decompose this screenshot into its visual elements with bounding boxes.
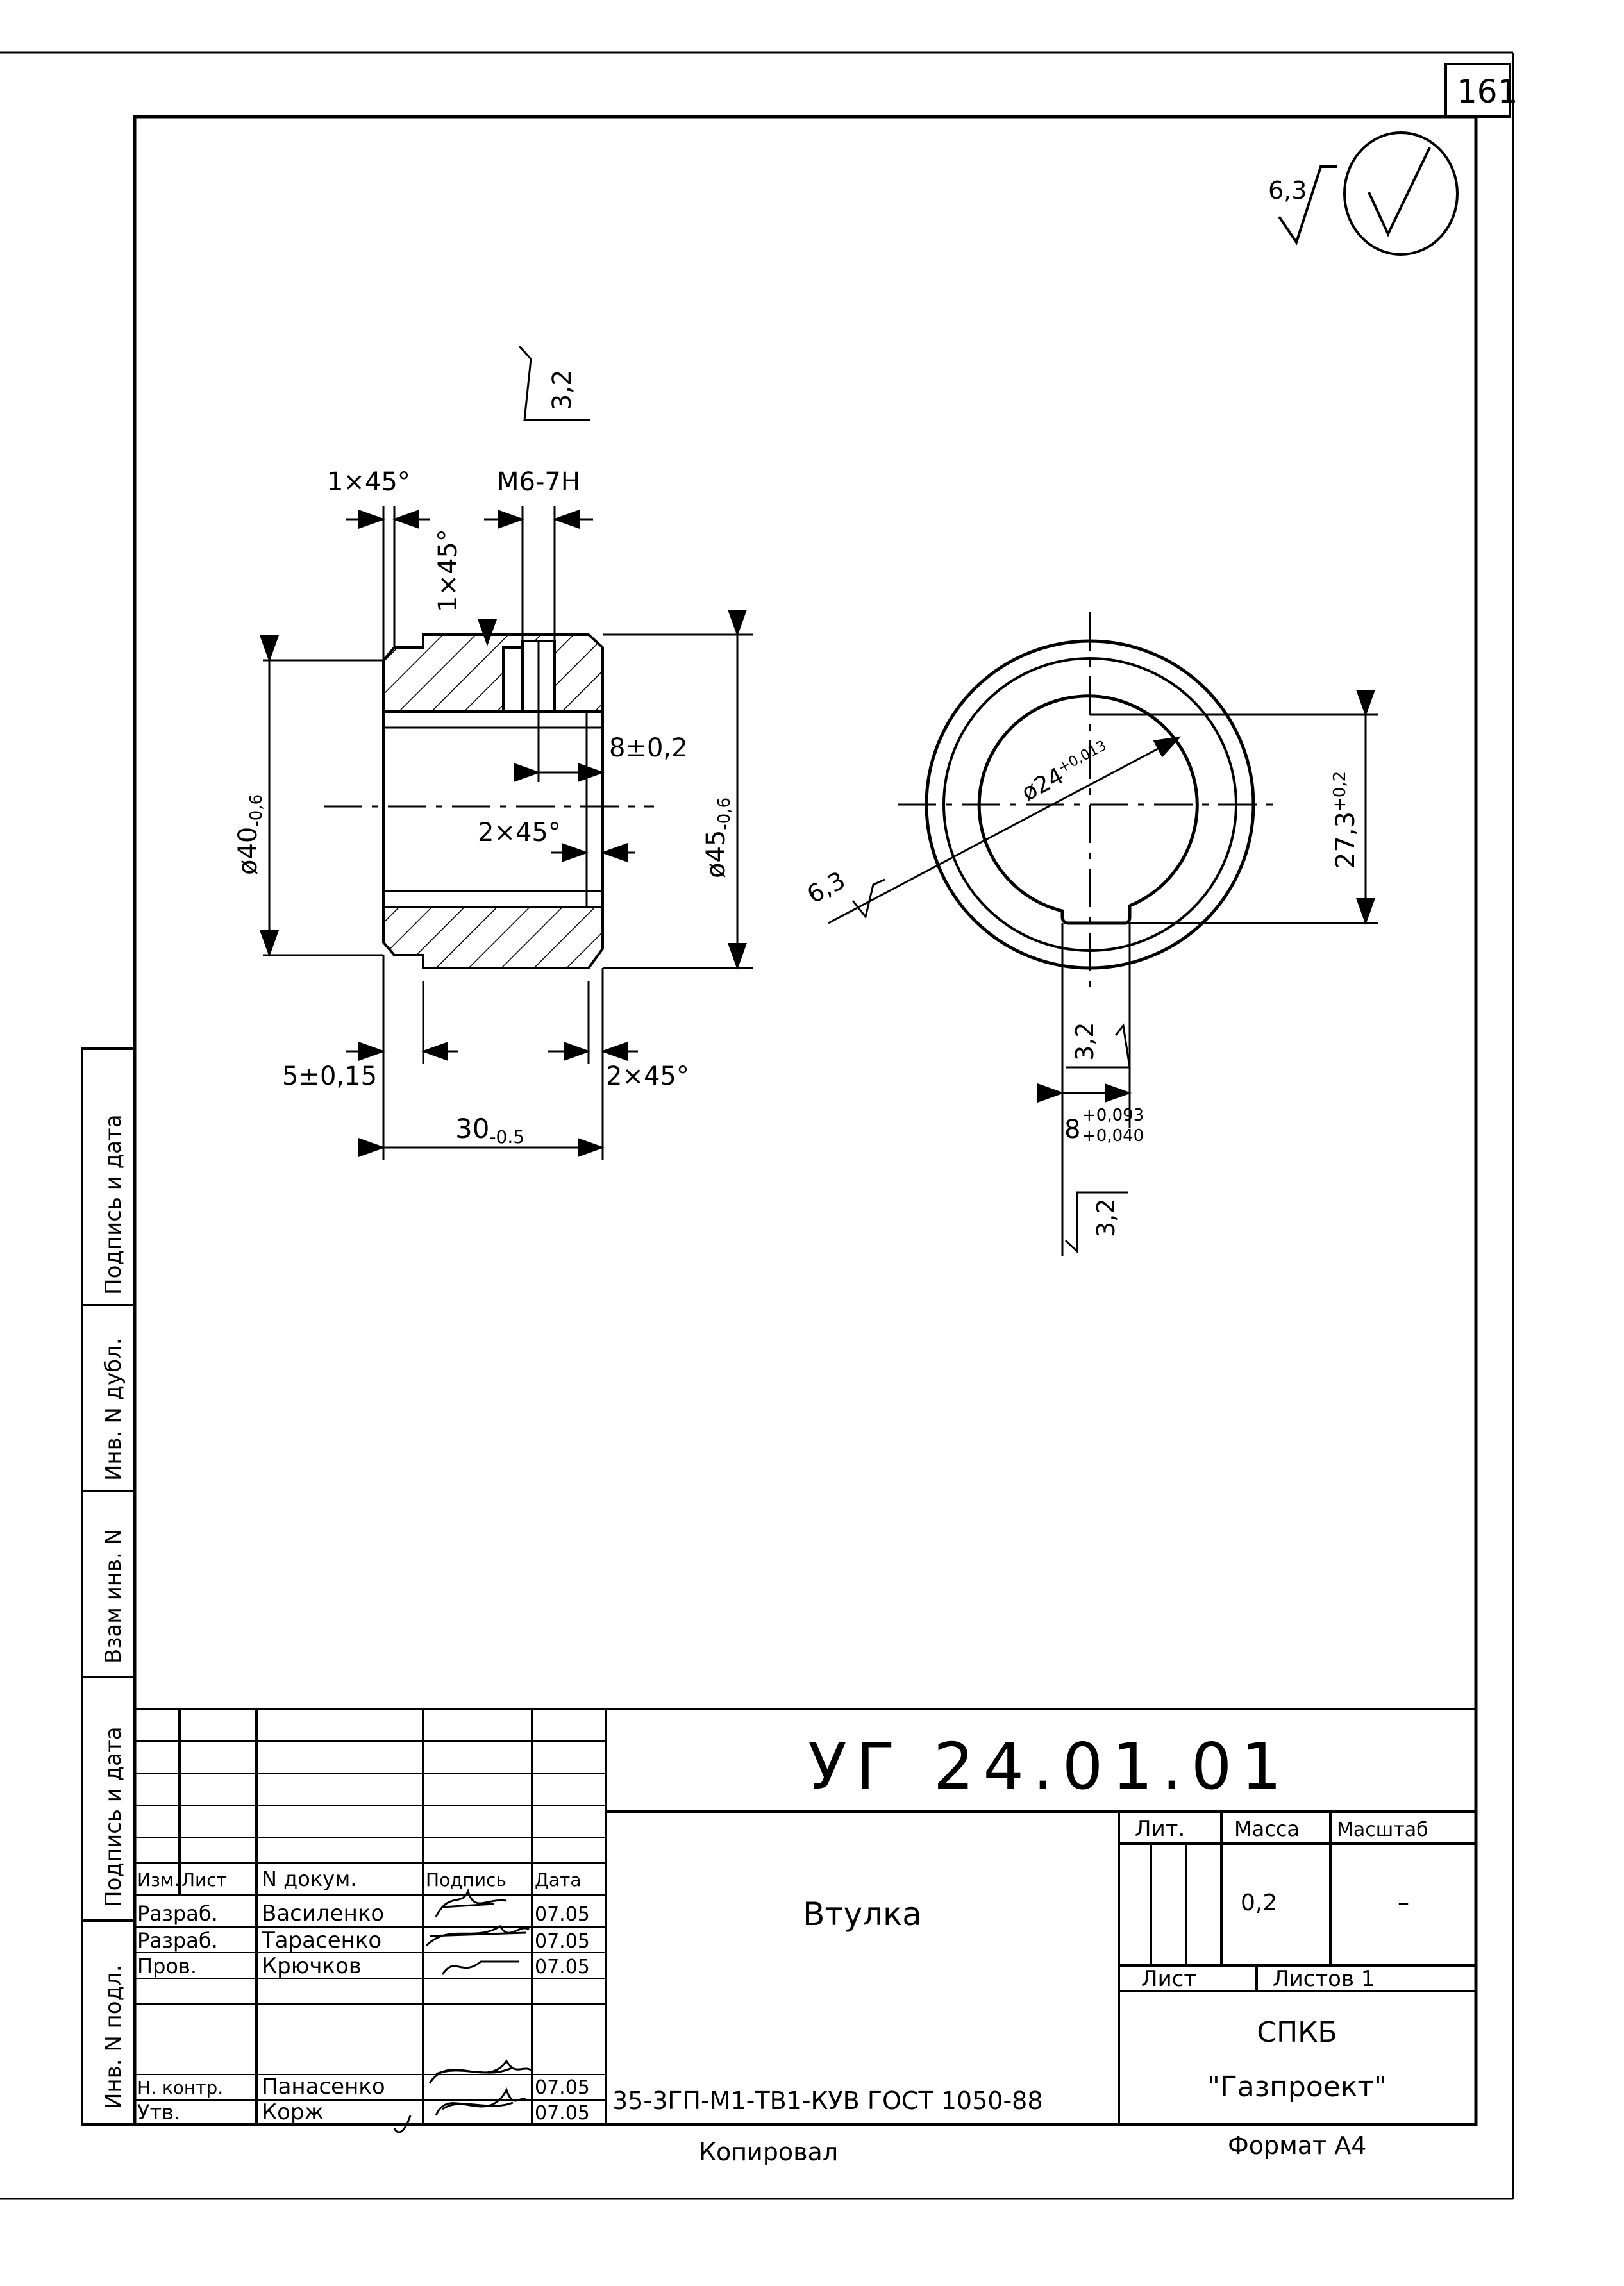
row-date: 07.05 [535, 2102, 590, 2124]
title-block-grid [135, 1708, 1476, 2124]
mass-value: 0,2 [1241, 1890, 1277, 1916]
stamp-sign-date-1: Подпись и дата [101, 1726, 126, 1907]
organization-line2: "Газпроект" [1207, 2071, 1387, 2103]
header-sign: Подпись [426, 1869, 506, 1890]
designation: УГ 24.01.01 [808, 1729, 1291, 1804]
stamp-inv-podl: Инв. N подл. [101, 1965, 126, 2109]
bore-with-keyway [977, 694, 1199, 925]
keyway-width-lower-tol: +0,040 [1082, 1126, 1144, 1146]
sheets-label: Листов 1 [1273, 1966, 1375, 1992]
roughness-top-label: 3,2 [548, 369, 577, 410]
lower-wall-hatch [382, 906, 604, 969]
roughness-keyway-side-label: 3,2 [1071, 1022, 1099, 1061]
general-roughness-mark [1278, 131, 1459, 256]
roughness-bore-label: 6,3 [803, 866, 850, 909]
roughness-keyway-bottom-label: 3,2 [1092, 1199, 1120, 1237]
scale-value: – [1398, 1890, 1409, 1916]
row-date: 07.05 [535, 1930, 590, 1953]
side-stamp [81, 1047, 136, 2126]
keyway-depth-label: 27,3+0,2 [1330, 771, 1360, 869]
mass-label: Масса [1234, 1817, 1300, 1841]
format-label: Формат А4 [1228, 2132, 1366, 2160]
general-roughness-value: 6,3 [1268, 176, 1307, 204]
keyway-width-upper-tol: +0,093 [1082, 1106, 1144, 1125]
row-role: Разраб. [137, 1901, 218, 1926]
sheet-label: Лист [1141, 1966, 1196, 1992]
hole-position-label: 8±0,2 [609, 733, 688, 763]
right-dimension-lines [828, 690, 1378, 1256]
upper-wall-hatch [382, 633, 604, 713]
staff-rows: Разраб. Василенко 07.05 Разраб. Тарасенк… [137, 1901, 590, 2125]
bushing-section-view [324, 633, 654, 969]
row-role: Н. контр. [137, 2077, 223, 2098]
chamfer-inner-label: 2×45° [478, 818, 561, 847]
row-role: Разраб. [137, 1928, 218, 1953]
groove-width-label: 5±0,15 [282, 1062, 377, 1091]
material-spec: 35-3ГП-М1-ТВ1-КУВ ГОСТ 1050-88 [612, 2087, 1043, 2115]
chamfer-vertical-label: 1×45° [433, 529, 463, 612]
copied-label: Копировал [699, 2138, 838, 2166]
row-name: Василенко [262, 1901, 384, 1926]
thread-label: M6-7H [497, 467, 580, 497]
page-number: 161 [1457, 73, 1518, 110]
lit-label: Лит. [1135, 1816, 1185, 1842]
header-list: Лист [181, 1869, 227, 1890]
bore-outline [382, 710, 604, 908]
stamp-vzam-inv: Взам инв. N [101, 1529, 126, 1664]
row-name: Корж [262, 2099, 324, 2125]
row-date: 07.05 [535, 1956, 590, 1978]
row-name: Панасенко [262, 2074, 385, 2099]
chamfer-bottom-label: 2×45° [606, 1062, 689, 1091]
row-name: Тарасенко [261, 1928, 381, 1953]
handwritten-signatures [393, 1888, 533, 2133]
dia-left-label: ø40-0,6 [233, 794, 266, 875]
dia-right-label: ø45-0,6 [701, 797, 734, 878]
header-izm: Изм. [137, 1869, 180, 1890]
bushing-end-view [898, 612, 1276, 997]
bore-dia-label: ø24+0,013 [1017, 738, 1115, 806]
scale-label: Масштаб [1337, 1819, 1428, 1841]
row-name: Крючков [262, 1953, 362, 1979]
row-date: 07.05 [535, 2076, 590, 2099]
stamp-sign-date-2: Подпись и дата [101, 1114, 126, 1295]
row-role: Пров. [137, 1954, 197, 1978]
left-dimension-lines [260, 345, 753, 1160]
row-date: 07.05 [535, 1903, 590, 1926]
chamfer-top-label: 1×45° [327, 467, 410, 497]
length-label: 30-0.5 [455, 1113, 524, 1147]
organization-line1: СПКБ [1257, 2016, 1337, 2049]
row-role: Утв. [137, 2100, 180, 2124]
part-name: Втулка [803, 1896, 922, 1933]
header-doc: N докум. [262, 1867, 356, 1891]
stamp-inv-dubl: Инв. N дубл. [101, 1338, 126, 1481]
header-date: Дата [535, 1869, 582, 1890]
sheet-border [0, 51, 1514, 2200]
keyway-width-label: 8 [1064, 1115, 1080, 1144]
